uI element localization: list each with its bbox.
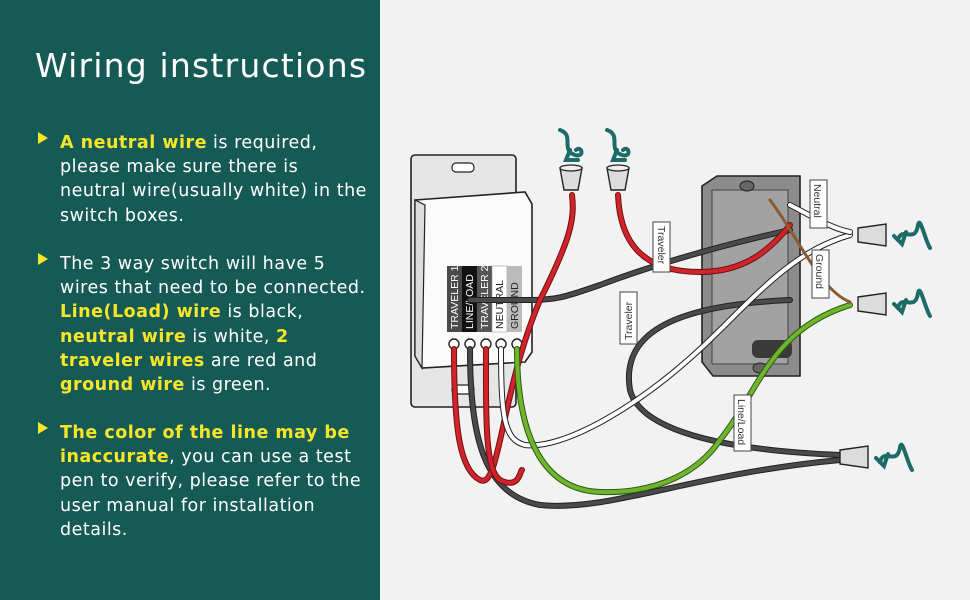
wire-tag-label: Line/Load bbox=[735, 399, 747, 445]
wire-ground bbox=[514, 198, 853, 496]
bullet-arrow-icon bbox=[38, 132, 48, 144]
wire-lineload-to-nut bbox=[467, 346, 843, 509]
bullet-arrow-icon bbox=[38, 253, 48, 265]
terminal-label: TRAVELER 1 bbox=[449, 265, 461, 329]
wire-tag-traveler-mid: Traveler bbox=[619, 291, 638, 345]
body-text: is required, please make sure there is n… bbox=[60, 133, 367, 226]
highlight-text: ground wire bbox=[60, 375, 185, 396]
wire-nut-icon bbox=[857, 292, 887, 316]
wire-tag-ground: Ground bbox=[811, 249, 830, 299]
switch-body-side bbox=[414, 199, 426, 371]
wire-tag-label: Ground bbox=[813, 254, 825, 289]
highlight-text: Line(Load) wire bbox=[60, 302, 222, 323]
plate-slot-top bbox=[451, 162, 475, 173]
bullet-arrow-icon bbox=[38, 422, 48, 434]
body-text: , you can use a test pen to verify, plea… bbox=[60, 447, 362, 540]
terminal-label: GROUND bbox=[509, 282, 521, 329]
wire-tag-line-load: Line/Load bbox=[733, 394, 752, 452]
bullet-neutral-required: A neutral wire is required, please make … bbox=[38, 131, 368, 228]
highlight-text: 2 traveler wires bbox=[60, 326, 289, 371]
twist-arrow-icon bbox=[874, 442, 914, 472]
twist-arrow-icon bbox=[892, 220, 932, 250]
body-text: The 3 way switch will have 5 wires that … bbox=[60, 254, 366, 299]
wire-traveler-2 bbox=[482, 192, 793, 486]
wire-nut-icon bbox=[559, 164, 583, 191]
bullet-five-wires: The 3 way switch will have 5 wires that … bbox=[38, 252, 368, 397]
twist-arrow-icon bbox=[558, 128, 584, 162]
body-text: is black, bbox=[221, 302, 304, 323]
terminal-traveler1 bbox=[447, 266, 462, 332]
instructions-panel: Wiring instructions A neutral wire is re… bbox=[0, 0, 380, 600]
body-text: is green. bbox=[184, 375, 272, 396]
wire-tag-neutral: Neutral bbox=[809, 179, 828, 229]
wire-traveler-box-gray bbox=[467, 227, 793, 303]
wire-nut-icon bbox=[606, 164, 630, 191]
wire-tag-label: Neutral bbox=[811, 184, 823, 218]
highlight-text: neutral wire bbox=[60, 326, 187, 347]
twist-arrow-icon bbox=[892, 288, 932, 318]
bullet-text: The color of the line may be inaccurate,… bbox=[60, 421, 368, 542]
bullet-text: The 3 way switch will have 5 wires that … bbox=[60, 252, 368, 397]
body-text: are red and bbox=[204, 350, 318, 371]
wire-tag-traveler-top: Traveler bbox=[652, 221, 671, 273]
wire-traveler-1 bbox=[451, 192, 576, 484]
page-title: Wiring instructions bbox=[35, 46, 368, 85]
wire-tag-label: Traveler bbox=[655, 226, 667, 265]
body-text: is white, bbox=[186, 326, 276, 347]
bullet-text: A neutral wire is required, please make … bbox=[60, 131, 368, 228]
bullet-color-warning: The color of the line may be inaccurate,… bbox=[38, 421, 368, 542]
wire-nut-icon bbox=[839, 445, 869, 469]
highlight-text: A neutral wire bbox=[60, 133, 207, 153]
box-screw-top bbox=[739, 180, 755, 192]
wire-tag-label: Traveler bbox=[623, 301, 635, 340]
terminal-label: NEUTRAL bbox=[494, 280, 506, 329]
highlight-text: The color of the line may be inaccurate bbox=[60, 423, 350, 468]
twist-arrow-icon bbox=[605, 128, 631, 162]
wiring-diagram: TRAVELER 1 LINE/LOAD TRAVELER 2 NEUTRAL … bbox=[410, 128, 932, 509]
wire-nut-icon bbox=[857, 223, 887, 247]
